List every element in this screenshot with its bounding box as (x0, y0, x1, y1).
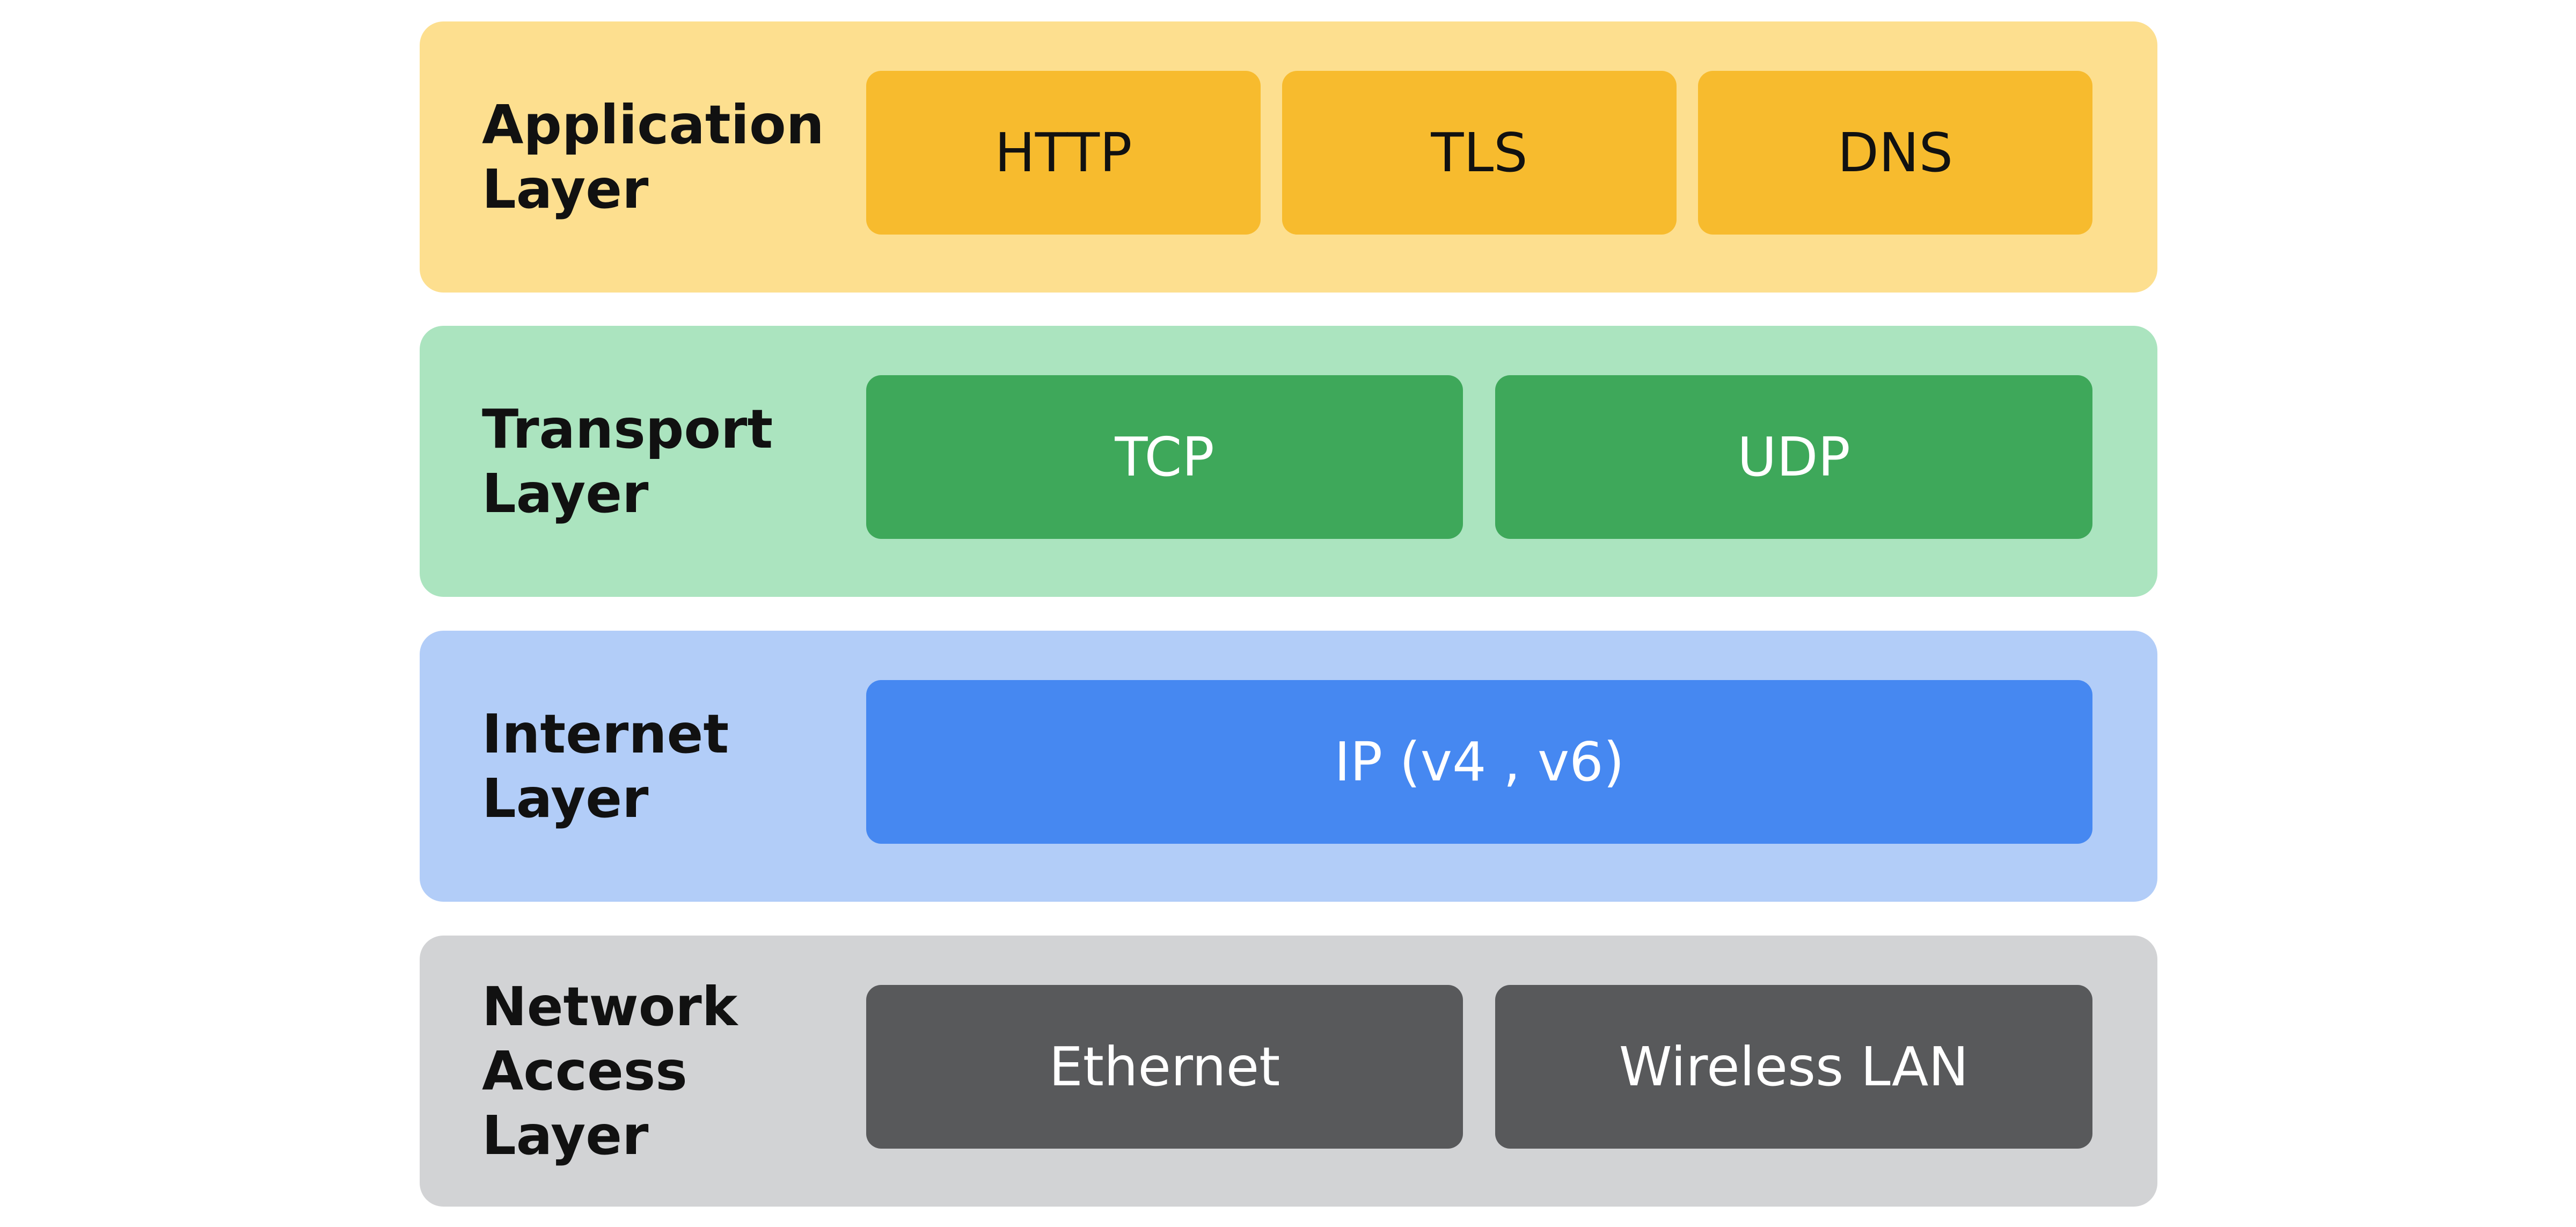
layer-label-line: Layer (482, 766, 649, 830)
internet-layer-label: Internet Layer (482, 631, 825, 902)
network-access-layer-label: Network Access Layer (482, 936, 825, 1207)
application-layer-label: Application Layer (482, 21, 825, 293)
protocol-tcp: TCP (866, 375, 1463, 539)
layer-label-line: Layer (482, 462, 649, 525)
transport-layer: Transport Layer TCP UDP (420, 326, 2157, 597)
protocol-wireless-lan: Wireless LAN (1495, 985, 2092, 1149)
transport-layer-label: Transport Layer (482, 326, 825, 597)
layer-label-line: Internet (482, 702, 729, 765)
layer-label-line: Layer (482, 157, 649, 221)
layer-label-line: Access (482, 1039, 687, 1102)
protocol-dns: DNS (1698, 71, 2092, 235)
network-access-layer: Network Access Layer Ethernet Wireless L… (420, 936, 2157, 1207)
protocol-tls: TLS (1282, 71, 1677, 235)
internet-layer: Internet Layer IP (v4 , v6) (420, 631, 2157, 902)
layer-label-line: Application (482, 93, 824, 156)
layer-label-line: Layer (482, 1104, 649, 1167)
layer-label-line: Network (482, 975, 738, 1038)
layer-label-line: Transport (482, 397, 773, 461)
protocol-ip: IP (v4 , v6) (866, 680, 2092, 844)
application-layer: Application Layer HTTP TLS DNS (420, 21, 2157, 293)
protocol-udp: UDP (1495, 375, 2092, 539)
protocol-http: HTTP (866, 71, 1261, 235)
protocol-ethernet: Ethernet (866, 985, 1463, 1149)
